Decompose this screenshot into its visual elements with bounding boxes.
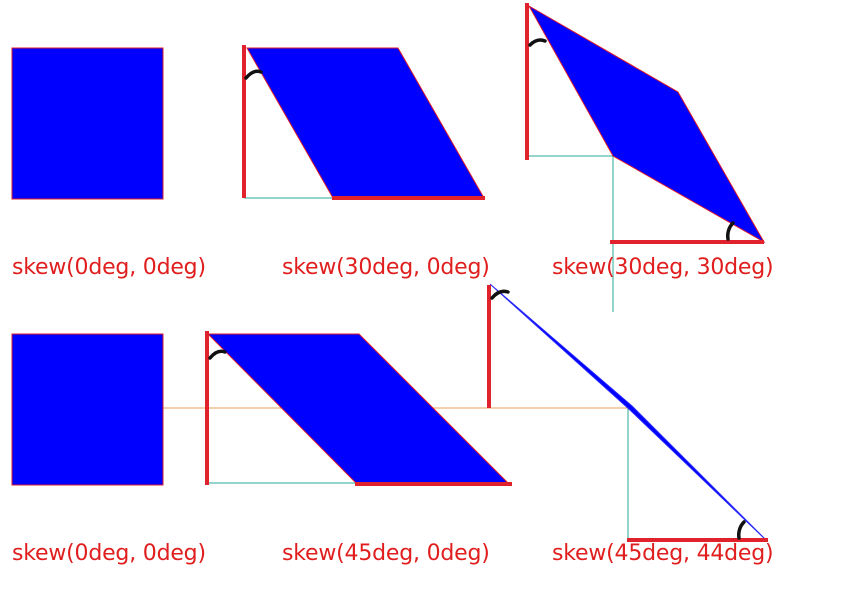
- caption-example-1: skew(0deg, 0deg): [12, 255, 206, 280]
- caption-example-6: skew(45deg, 44deg): [552, 541, 774, 566]
- angle-mark-icon: [726, 221, 735, 241]
- caption-example-5: skew(45deg, 0deg): [282, 541, 490, 566]
- example-1-skew-0-0: [11, 47, 164, 200]
- angle-mark-icon: [490, 289, 510, 300]
- caption-example-2: skew(30deg, 0deg): [282, 255, 490, 280]
- angle-mark-icon: [208, 349, 227, 360]
- caption-example-4: skew(0deg, 0deg): [12, 541, 206, 566]
- skewed-parallelogram: [527, 4, 766, 244]
- skewed-parallelogram: [206, 333, 511, 485]
- square-shape: [11, 333, 164, 486]
- angle-mark-icon: [737, 520, 746, 540]
- angle-mark-icon: [528, 38, 547, 47]
- example-4-skew-0-0: [11, 333, 164, 486]
- angle-mark-icon: [244, 69, 263, 80]
- square-shape: [11, 47, 164, 200]
- example-5-skew-45-0: [205, 331, 512, 486]
- example-2-skew-30-0: [242, 45, 485, 200]
- example-6-skew-45-44: [487, 283, 768, 542]
- caption-example-3: skew(30deg, 30deg): [552, 255, 774, 280]
- skewed-parallelogram: [246, 47, 485, 199]
- example-3-skew-30-30: [525, 3, 766, 312]
